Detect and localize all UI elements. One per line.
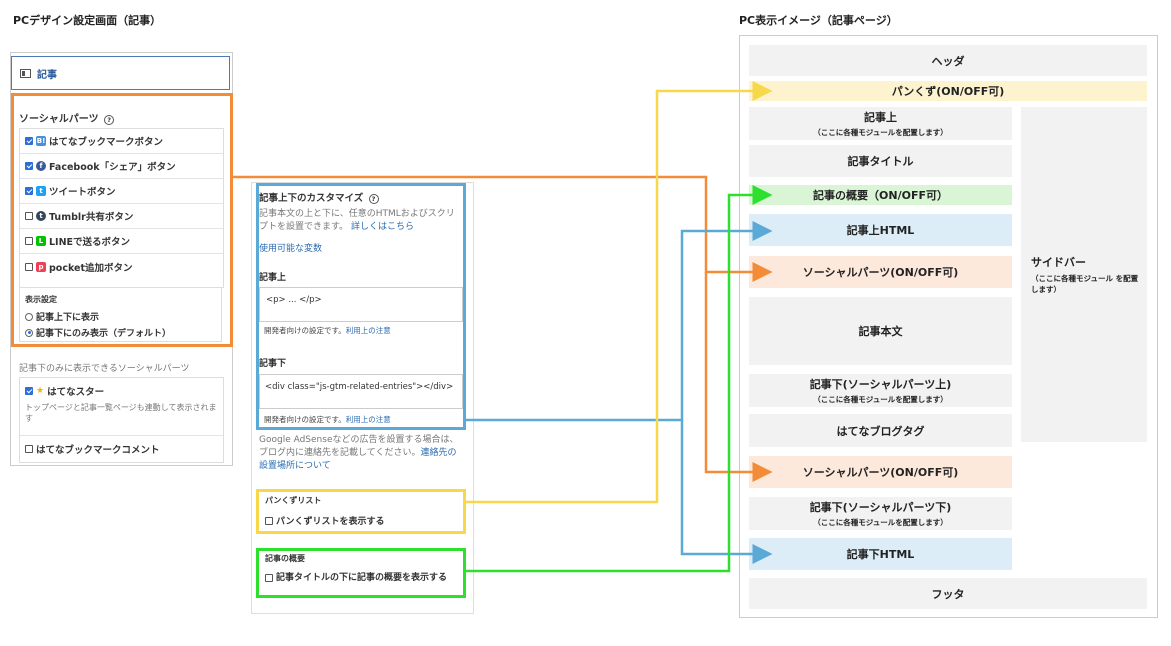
article-top-html-textarea[interactable]: <p> ... </p> — [259, 287, 463, 322]
preview-article-body: 記事本文 — [749, 297, 1012, 365]
yellow-arrow-breadcrumb — [466, 81, 773, 504]
preview-footer: フッタ — [749, 578, 1147, 609]
option-bookmark-comment[interactable]: はてなブックマークコメント — [20, 436, 223, 461]
checkbox-unchecked[interactable] — [25, 262, 33, 271]
preview-breadcrumb: パンくず(ON/OFF可) — [749, 81, 1147, 101]
help-icon[interactable]: ? — [104, 115, 115, 125]
breadcrumb-title: パンくずリスト — [265, 496, 322, 505]
checkbox-unchecked[interactable] — [265, 516, 273, 525]
radio-button[interactable] — [25, 312, 33, 321]
tab-article-label: 記事 — [37, 69, 57, 81]
checkbox-checked[interactable] — [25, 387, 33, 395]
design-settings-panel — [10, 52, 233, 466]
adsense-note: Google AdSenseなどの広告を設置する場合は、ブログ内に連絡先を記載し… — [259, 435, 459, 471]
checkbox-unchecked[interactable] — [265, 574, 273, 582]
help-icon[interactable]: ? — [368, 194, 379, 204]
social-parts-list: B! はてなブックマークボタン f Facebook「シェア」ボタン t ツイー… — [19, 128, 224, 288]
line-icon: L — [36, 236, 46, 246]
twitter-bird-icon: t — [36, 186, 46, 196]
developer-note: 開発者向けの設定です。利用上の注意 — [264, 326, 391, 335]
facebook-icon: f — [36, 161, 46, 171]
breadcrumb-highlight — [256, 489, 466, 534]
article-bottom-label: 記事下 — [259, 359, 287, 369]
social-parts-highlight — [11, 93, 233, 347]
preview-social-parts-bottom: ソーシャルパーツ(ON/OFF可) — [749, 456, 1012, 488]
checkbox-checked[interactable] — [25, 187, 33, 195]
display-setting-title: 表示設定 — [25, 295, 57, 304]
details-link[interactable]: 詳しくはこちら — [350, 222, 414, 232]
pocket-icon: p — [36, 261, 46, 272]
preview-bottom-html: 記事下HTML — [749, 538, 1012, 570]
blue-arrow-html — [466, 221, 773, 564]
tumblr-icon: t — [36, 211, 46, 221]
preview-article-summary: 記事の概要（ON/OFF可） — [749, 185, 1012, 205]
tab-article[interactable]: 記事 — [11, 56, 230, 90]
social-parts-title: ソーシャルパーツ ? — [19, 110, 115, 125]
variables-link[interactable]: 使用可能な変数 — [259, 244, 323, 254]
left-heading: PCデザイン設定画面（記事） — [13, 14, 162, 27]
article-bottom-html-textarea[interactable]: <div class="js-gtm-related-entries"></di… — [259, 374, 463, 409]
checkbox-checked[interactable] — [25, 162, 33, 170]
bottom-only-title: 記事下のみに表示できるソーシャルパーツ — [19, 364, 190, 374]
customize-description: 記事本文の上と下に、任意のHTMLおよびスクリプトを設置できます。 詳しくはこち… — [259, 209, 455, 232]
checkbox-checked[interactable] — [25, 137, 33, 145]
option-facebook-share[interactable]: f Facebook「シェア」ボタン — [20, 154, 223, 179]
usage-notes-link[interactable]: 利用上の注意 — [345, 415, 391, 424]
preview-header: ヘッダ — [749, 45, 1147, 76]
bottom-only-list: ★ はてなスター トップページと記事一覧ページも連動して表示されます はてなブッ… — [19, 377, 224, 463]
option-hatena-bookmark[interactable]: B! はてなブックマークボタン — [20, 129, 223, 154]
preview-article-above: 記事上 （ここに各種モジュールを配置します） — [749, 107, 1012, 140]
display-setting-box — [19, 288, 222, 342]
radio-bottom-only[interactable]: 記事下にのみ表示（デフォルト） — [25, 326, 171, 339]
option-line[interactable]: L LINEで送るボタン — [20, 229, 223, 254]
customize-highlight — [256, 183, 466, 430]
summary-option[interactable]: 記事タイトルの下に記事の概要を表示する — [265, 572, 457, 592]
preview-top-html: 記事上HTML — [749, 214, 1012, 246]
preview-hatena-tags: はてなブログタグ — [749, 414, 1012, 447]
checkbox-unchecked[interactable] — [25, 444, 33, 453]
contact-location-link[interactable]: 連絡先の設置場所について — [259, 448, 457, 471]
option-hatena-star[interactable]: ★ はてなスター トップページと記事一覧ページも連動して表示されます — [20, 378, 223, 436]
radio-button-selected[interactable] — [25, 328, 33, 337]
usage-notes-link[interactable]: 利用上の注意 — [345, 326, 391, 335]
developer-note: 開発者向けの設定です。利用上の注意 — [264, 415, 391, 424]
preview-below-social-upper: 記事下(ソーシャルパーツ上) （ここに各種モジュールを配置します） — [749, 374, 1012, 407]
green-arrow-summary — [466, 185, 773, 573]
option-tweet[interactable]: t ツイートボタン — [20, 179, 223, 204]
preview-social-parts-top: ソーシャルパーツ(ON/OFF可) — [749, 256, 1012, 288]
star-description: トップページと記事一覧ページも連動して表示されます — [25, 403, 217, 423]
article-tab-icon — [20, 68, 31, 78]
orange-arrow-social-parts — [233, 175, 773, 482]
option-pocket[interactable]: p pocket追加ボタン — [20, 254, 223, 279]
radio-top-and-bottom[interactable]: 記事上下に表示 — [25, 310, 99, 323]
option-tumblr[interactable]: t Tumblr共有ボタン — [20, 204, 223, 229]
right-heading: PC表示イメージ（記事ページ） — [739, 14, 898, 27]
hatena-bookmark-icon: B! — [36, 136, 46, 146]
preview-below-social-lower: 記事下(ソーシャルパーツ下) （ここに各種モジュールを配置します） — [749, 497, 1012, 530]
checkbox-unchecked[interactable] — [25, 237, 33, 245]
preview-article-title: 記事タイトル — [749, 145, 1012, 177]
checkbox-unchecked[interactable] — [25, 212, 33, 220]
article-top-label: 記事上 — [259, 273, 287, 283]
summary-title: 記事の概要 — [265, 554, 305, 563]
summary-highlight — [256, 548, 466, 598]
star-icon: ★ — [36, 386, 45, 396]
customize-title: 記事上下のカスタマイズ ? — [259, 190, 379, 204]
preview-sidebar: サイドバー （ここに各種モジュール を配置します） — [1021, 107, 1147, 442]
breadcrumb-option[interactable]: パンくずリストを表示する — [265, 514, 384, 527]
